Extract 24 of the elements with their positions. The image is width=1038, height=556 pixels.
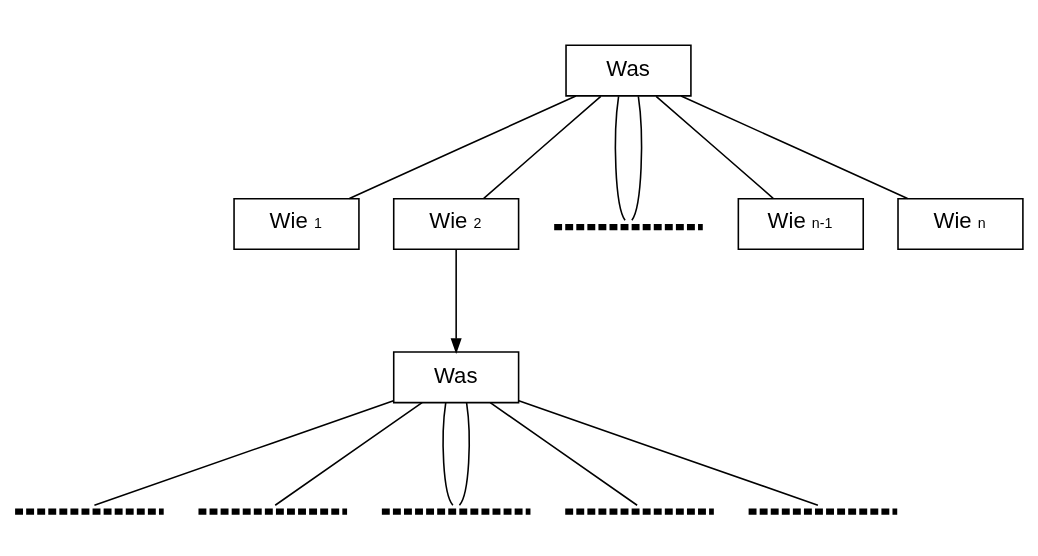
- connector: [274, 401, 423, 506]
- connector: [93, 399, 395, 506]
- node-bar: [198, 508, 348, 515]
- connector: [458, 401, 470, 506]
- node-bar: [748, 508, 898, 515]
- connector: [348, 94, 577, 199]
- connector: [655, 95, 774, 199]
- node-box: Wie 1: [233, 197, 360, 250]
- node-bar: [554, 223, 703, 230]
- connector: [680, 94, 909, 199]
- connector: [442, 401, 454, 506]
- node-bar: [565, 508, 714, 515]
- node-box: Wie n: [897, 197, 1024, 250]
- arrow: [450, 248, 462, 354]
- connector: [483, 95, 602, 199]
- node-box: Was: [565, 44, 692, 97]
- connector: [614, 95, 626, 221]
- connector: [489, 401, 638, 506]
- node-box: Wie n-1: [737, 197, 864, 250]
- connector: [518, 399, 819, 506]
- connector: [631, 95, 643, 221]
- node-bar: [381, 508, 531, 515]
- node-box: Wie 2: [392, 197, 520, 250]
- node-box: Was: [392, 350, 520, 403]
